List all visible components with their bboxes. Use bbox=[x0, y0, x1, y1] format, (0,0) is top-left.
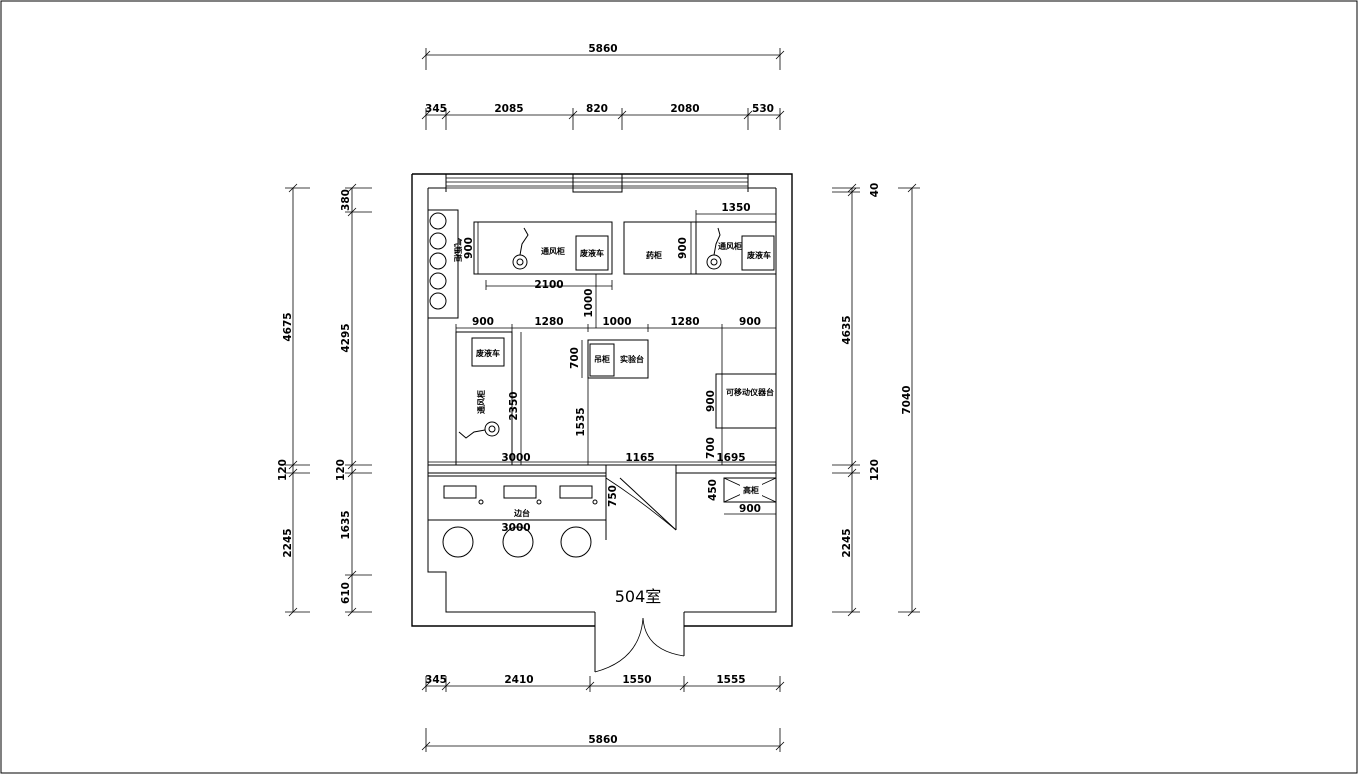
fume-hood-bench-3: 废液车 通风柜 2350 bbox=[455, 331, 522, 466]
dim-left-outer-2: 120 bbox=[277, 459, 289, 481]
label-gas-rack: 气瓶柜 bbox=[453, 237, 463, 262]
dim-left-inner-4: 1635 bbox=[340, 510, 352, 539]
label-lab-bench: 实验台 bbox=[620, 354, 644, 364]
bottom-dimensions: 345 2410 1550 1555 5860 bbox=[421, 674, 785, 752]
mobile-instrument-bench: 可移动仪器台 900 700 bbox=[705, 332, 777, 465]
dim-bottom-seg-4: 1555 bbox=[716, 674, 745, 686]
label-mobile-bench: 可移动仪器台 bbox=[726, 387, 774, 397]
dim-sink-depth: 700 bbox=[569, 347, 581, 369]
dim-left-inner-1: 380 bbox=[340, 189, 352, 211]
right-dimensions: 40 4635 120 2245 7040 bbox=[832, 183, 920, 617]
label-cabinet: 药柜 bbox=[646, 250, 662, 260]
dim-hood-depth: 450 bbox=[707, 479, 719, 501]
room-label: 504室 bbox=[615, 587, 662, 606]
dim-row-d: 1280 bbox=[670, 316, 699, 328]
dim-mobile-gap: 700 bbox=[705, 437, 717, 459]
dim-top-seg-2: 2085 bbox=[494, 103, 523, 115]
high-cabinet: 高柜 450 900 bbox=[707, 477, 777, 515]
dim-partition-c: 1695 bbox=[716, 452, 745, 464]
dim-partition-a: 3000 bbox=[501, 452, 530, 464]
dim-top-total: 5860 bbox=[588, 43, 617, 55]
dim-hood-width: 900 bbox=[739, 503, 761, 515]
label-waste-cart-3: 废液车 bbox=[476, 348, 500, 358]
fume-hood-bench-1: 通风柜 废液车 900 2100 bbox=[463, 221, 613, 291]
partition-dimensions: 3000 1165 1695 bbox=[428, 452, 776, 464]
dim-row-e: 900 bbox=[739, 316, 761, 328]
dim-left-outer-3: 2245 bbox=[282, 528, 294, 557]
dim-left-inner-3: 120 bbox=[335, 459, 347, 481]
label-fume-hood-3: 通风柜 bbox=[476, 390, 486, 414]
dim-counter-width: 3000 bbox=[501, 522, 530, 534]
gas-cylinder-rack: 气瓶柜 bbox=[427, 209, 463, 319]
label-wall-cabinet: 吊柜 bbox=[594, 354, 610, 364]
dim-center-gap: 1535 bbox=[575, 407, 587, 436]
dim-counter-depth: 750 bbox=[607, 485, 619, 507]
dim-right-inner-2: 4635 bbox=[841, 315, 853, 344]
dim-top-seg-5: 530 bbox=[752, 103, 774, 115]
side-counter: 边台 750 3000 bbox=[427, 475, 619, 558]
label-fume-hood-1: 通风柜 bbox=[541, 246, 565, 256]
dim-row-a: 900 bbox=[472, 316, 494, 328]
label-counter: 边台 bbox=[513, 508, 530, 518]
dim-left-inner-5: 610 bbox=[340, 582, 352, 604]
dim-gap-vertical: 1000 bbox=[583, 288, 595, 317]
dim-bottom-seg-3: 1550 bbox=[622, 674, 651, 686]
label-high-cabinet: 高柜 bbox=[743, 485, 759, 495]
entrance-door bbox=[594, 617, 685, 673]
dim-bench2-width: 1350 bbox=[721, 202, 750, 214]
label-waste-cart-2: 废液车 bbox=[747, 250, 771, 260]
gap-dimension: 1000 bbox=[583, 274, 597, 328]
dim-row-c: 1000 bbox=[602, 316, 631, 328]
dim-top-seg-4: 2080 bbox=[670, 103, 699, 115]
dim-top-seg-1: 345 bbox=[425, 103, 447, 115]
center-lab-bench: 吊柜 实验台 700 1535 bbox=[569, 339, 649, 465]
dim-row-b: 1280 bbox=[534, 316, 563, 328]
interior-door bbox=[605, 477, 677, 531]
dim-left-inner-2: 4295 bbox=[340, 323, 352, 352]
label-fume-hood-2: 通风柜 bbox=[718, 241, 742, 251]
middle-row-dimensions: 900 1280 1000 1280 900 bbox=[455, 316, 777, 332]
dim-top-seg-3: 820 bbox=[586, 103, 608, 115]
label-waste-cart-1: 废液车 bbox=[580, 248, 604, 258]
dim-right-inner-4: 2245 bbox=[841, 528, 853, 557]
dim-mobile-depth: 900 bbox=[705, 390, 717, 412]
dim-bench2-depth: 900 bbox=[677, 237, 689, 259]
dim-bench1-depth: 900 bbox=[463, 237, 475, 259]
dim-bottom-seg-2: 2410 bbox=[504, 674, 533, 686]
left-dimensions: 4675 120 2245 380 4295 120 1635 610 bbox=[277, 183, 372, 617]
dim-right-inner-1: 40 bbox=[869, 183, 881, 198]
dim-left-outer-1: 4675 bbox=[282, 312, 294, 341]
fume-hood-bench-2: 药柜 通风柜 废液车 900 1350 bbox=[623, 202, 777, 275]
dim-partition-b: 1165 bbox=[625, 452, 654, 464]
top-dimensions: 5860 345 2085 820 2080 530 bbox=[421, 43, 785, 130]
dim-right-inner-3: 120 bbox=[869, 459, 881, 481]
dim-bottom-total: 5860 bbox=[588, 734, 617, 746]
dim-bottom-seg-1: 345 bbox=[425, 674, 447, 686]
walls bbox=[411, 173, 793, 672]
dim-left-bench-len: 2350 bbox=[508, 391, 520, 420]
dim-bench1-width: 2100 bbox=[534, 279, 563, 291]
dim-right-outer: 7040 bbox=[901, 385, 913, 414]
